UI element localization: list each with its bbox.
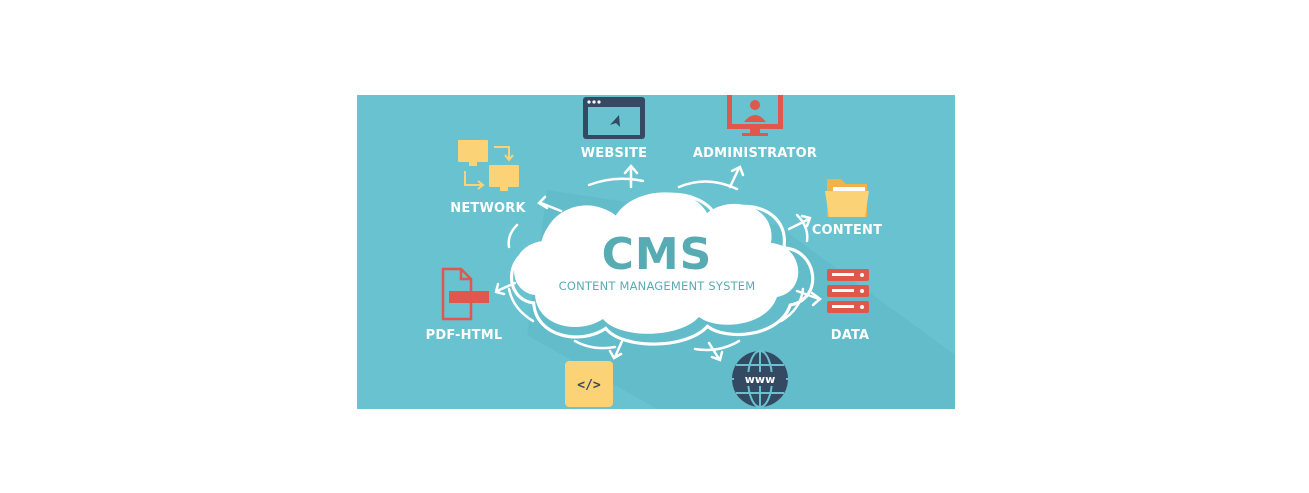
data-label: DATA	[831, 328, 870, 343]
cms-subtitle: CONTENT MANAGEMENT SYSTEM	[559, 279, 756, 293]
code-icon-glyph: </>	[577, 378, 601, 393]
content-label: CONTENT	[812, 223, 882, 238]
server-stack-icon	[827, 269, 869, 313]
administrator-monitor-icon	[727, 95, 783, 136]
pdf-document-icon	[441, 267, 489, 321]
network-label: NETWORK	[450, 201, 526, 216]
cloud-rim-lines	[507, 177, 809, 352]
www-icon-text: www	[745, 373, 776, 386]
network-icon	[458, 140, 519, 191]
folder-icon	[825, 179, 869, 217]
cms-cloud	[509, 192, 815, 346]
globe-www-icon: www	[732, 350, 788, 408]
pdf-html-label: PDF-HTML	[426, 328, 503, 343]
website-label: WEBSITE	[581, 146, 647, 161]
cms-title: CMS	[602, 229, 713, 280]
connector-arrows	[494, 164, 822, 362]
cms-diagram-panel: CMS CONTENT MANAGEMENT SYSTEM WEBSITE AD…	[357, 95, 955, 409]
browser-window-icon	[583, 97, 645, 139]
code-icon: </>	[565, 361, 613, 407]
administrator-label: ADMINISTRATOR	[693, 146, 817, 161]
